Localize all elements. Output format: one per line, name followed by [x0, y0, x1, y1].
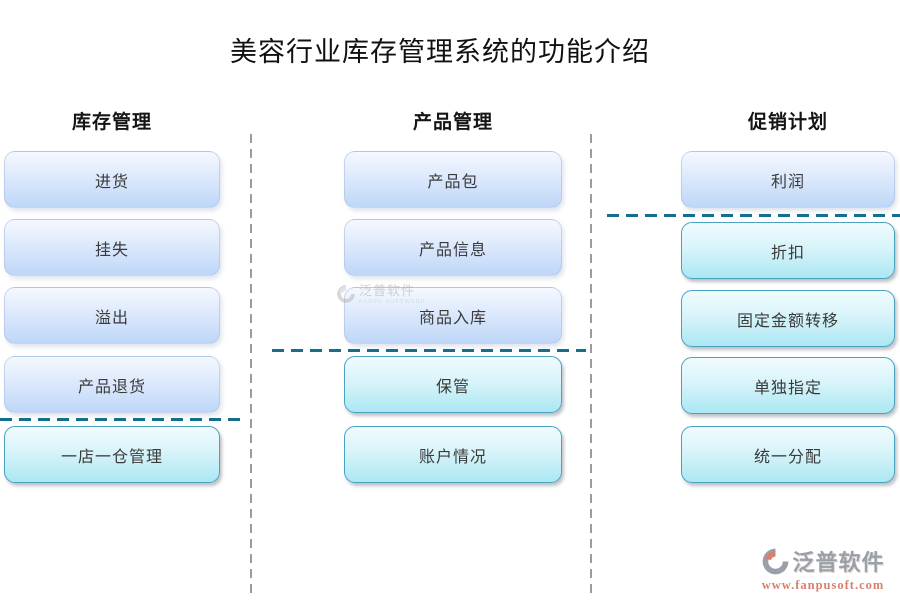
feature-box-individual-assignment: 单独指定 — [681, 357, 895, 414]
feature-box-unified-allocation: 统一分配 — [681, 426, 895, 483]
feature-box-one-store-one-warehouse: 一店一仓管理 — [4, 426, 220, 483]
feature-box-profit: 利润 — [681, 151, 895, 208]
feature-box-purchase: 进货 — [4, 151, 220, 208]
feature-box-product-return: 产品退货 — [4, 356, 220, 413]
feature-box-overflow: 溢出 — [4, 287, 220, 344]
feature-box-storage: 保管 — [344, 356, 562, 413]
feature-box-report-loss: 挂失 — [4, 219, 220, 276]
footer-brand-url: www.fanpusoft.com — [761, 578, 885, 592]
column-header-inventory: 库存管理 — [71, 112, 152, 133]
stage-divider-inventory — [0, 418, 244, 421]
feature-box-fixed-amount-transfer: 固定金额转移 — [681, 290, 895, 347]
fanpu-watermark-icon — [336, 284, 356, 304]
feature-box-account-status: 账户情况 — [344, 426, 562, 483]
fanpu-logo-icon — [761, 547, 790, 576]
column-divider-1 — [250, 134, 252, 596]
stage-divider-product — [272, 349, 586, 352]
footer-logo: 泛普软件 www.fanpusoft.com — [750, 545, 896, 593]
feature-box-product-info: 产品信息 — [344, 219, 562, 276]
column-header-promotion: 促销计划 — [747, 112, 828, 133]
watermark-text: 泛普软件 — [359, 283, 416, 298]
footer-brand-name: 泛普软件 — [792, 550, 885, 575]
watermark: 泛普软件 FANPU SOFTWARE — [336, 284, 425, 305]
feature-box-product-package: 产品包 — [344, 151, 562, 208]
stage-divider-promotion — [607, 214, 900, 217]
feature-box-discount: 折扣 — [681, 222, 895, 279]
feature-box-goods-inbound: 商品入库 — [344, 287, 562, 344]
column-divider-2 — [590, 134, 592, 596]
watermark-subtext: FANPU SOFTWARE — [359, 299, 426, 305]
page-title: 美容行业库存管理系统的功能介绍 — [230, 37, 650, 67]
column-header-product: 产品管理 — [412, 112, 493, 133]
